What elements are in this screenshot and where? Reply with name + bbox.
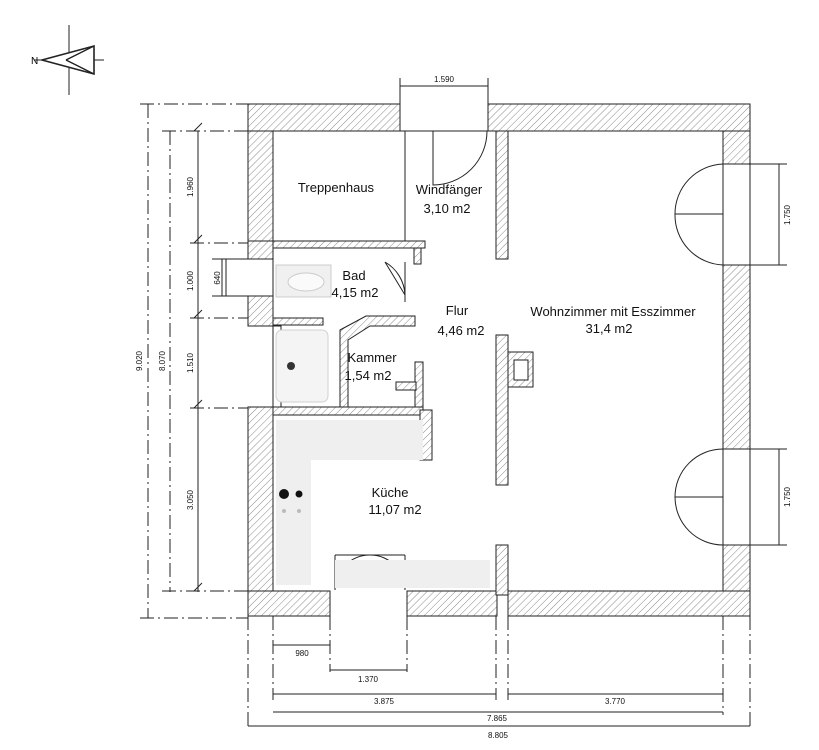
dim-bottom-right: 3.770 xyxy=(605,697,626,706)
dim-bottom-inner: 7.865 xyxy=(487,714,508,723)
exterior-walls xyxy=(247,103,751,617)
dimension-lines xyxy=(140,78,787,728)
room-name-wohnzimmer: Wohnzimmer mit Esszimmer xyxy=(530,304,696,319)
dim-bottom-980: 980 xyxy=(295,649,309,658)
room-area-kammer: 1,54 m2 xyxy=(345,368,392,383)
fixtures xyxy=(275,264,490,588)
dim-right-window-lower: 1.750 xyxy=(783,486,792,507)
room-name-flur: Flur xyxy=(446,303,469,318)
dim-left-kammer: 1.510 xyxy=(186,352,195,373)
dim-top-door: 1.590 xyxy=(434,75,455,84)
room-name-windfang: Windfänger xyxy=(416,182,483,197)
dim-left-inner: 8.070 xyxy=(158,350,167,371)
dim-left-bad: 1.000 xyxy=(186,270,195,291)
room-area-wohnzimmer: 31,4 m2 xyxy=(586,321,633,336)
room-name-kammer: Kammer xyxy=(347,350,397,365)
north-arrow-icon: N xyxy=(31,25,104,95)
dim-bottom-window: 1.370 xyxy=(358,675,379,684)
dim-bottom-overall: 8.805 xyxy=(488,731,509,740)
room-area-windfang: 3,10 m2 xyxy=(424,201,471,216)
stove-icon xyxy=(279,489,289,499)
room-area-kueche: 11,07 m2 xyxy=(368,502,421,517)
room-area-bad: 4,15 m2 xyxy=(332,285,379,300)
room-area-flur: 4,46 m2 xyxy=(438,323,485,338)
dim-left-treppenhaus: 1.960 xyxy=(186,176,195,197)
interior-walls xyxy=(272,130,534,596)
room-labels: Treppenhaus Windfänger 3,10 m2 Bad 4,15 … xyxy=(298,180,696,517)
room-name-bad: Bad xyxy=(342,268,365,283)
kitchen-counter xyxy=(276,420,311,585)
dim-left-bad-window: 640 xyxy=(213,271,222,285)
dim-bottom-left: 3.875 xyxy=(374,697,395,706)
shower-icon xyxy=(275,329,329,403)
room-name-kueche: Küche xyxy=(372,485,409,500)
compass-label: N xyxy=(31,56,38,67)
dimension-labels: 1.590 9.020 8.070 1.960 1.000 640 1.510 … xyxy=(135,75,792,740)
dim-left-kueche: 3.050 xyxy=(186,489,195,510)
dim-right-window-upper: 1.750 xyxy=(783,204,792,225)
room-name-treppenhaus: Treppenhaus xyxy=(298,180,375,195)
dim-left-overall: 9.020 xyxy=(135,350,144,371)
